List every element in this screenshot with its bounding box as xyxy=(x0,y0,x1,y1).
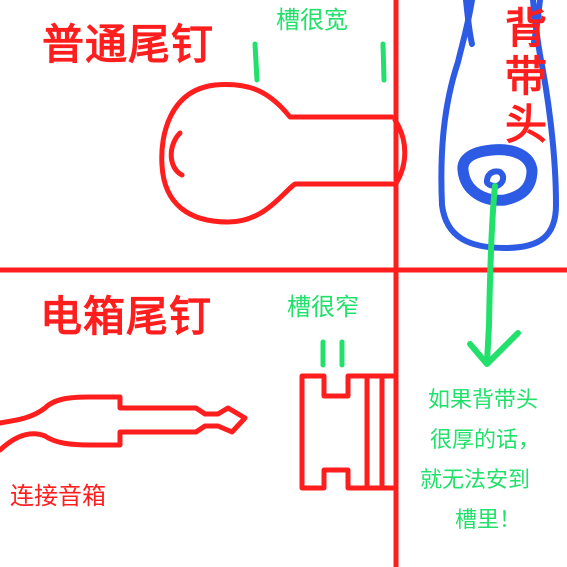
arrow-down xyxy=(467,183,521,367)
note-line-1: 如果背带头 xyxy=(428,388,539,413)
wide-groove-marker-right xyxy=(380,41,387,83)
strap-head-char-3: 头 xyxy=(505,100,549,149)
connect-amp-label: 连接音箱 xyxy=(10,482,106,510)
narrow-groove-label: 槽很窄 xyxy=(287,293,359,321)
strap-head-char-1: 背 xyxy=(505,4,549,53)
strap-head-drawing xyxy=(438,0,559,251)
note-line-4: 槽里！ xyxy=(455,508,522,533)
jack-plug-drawing xyxy=(0,394,248,453)
note-line-3: 就无法安到 xyxy=(420,468,531,493)
normal-endpin-title: 普通尾钉 xyxy=(42,20,215,69)
electric-endpin-title: 电箱尾钉 xyxy=(40,292,213,341)
wide-groove-label: 槽很宽 xyxy=(276,6,348,34)
strap-head-char-2: 带 xyxy=(505,52,549,101)
normal-endpin-drawing xyxy=(159,81,408,225)
electric-endpin-drawing xyxy=(299,373,397,491)
wide-groove-marker-left xyxy=(252,41,260,83)
note-line-2: 很厚的话， xyxy=(430,428,541,453)
